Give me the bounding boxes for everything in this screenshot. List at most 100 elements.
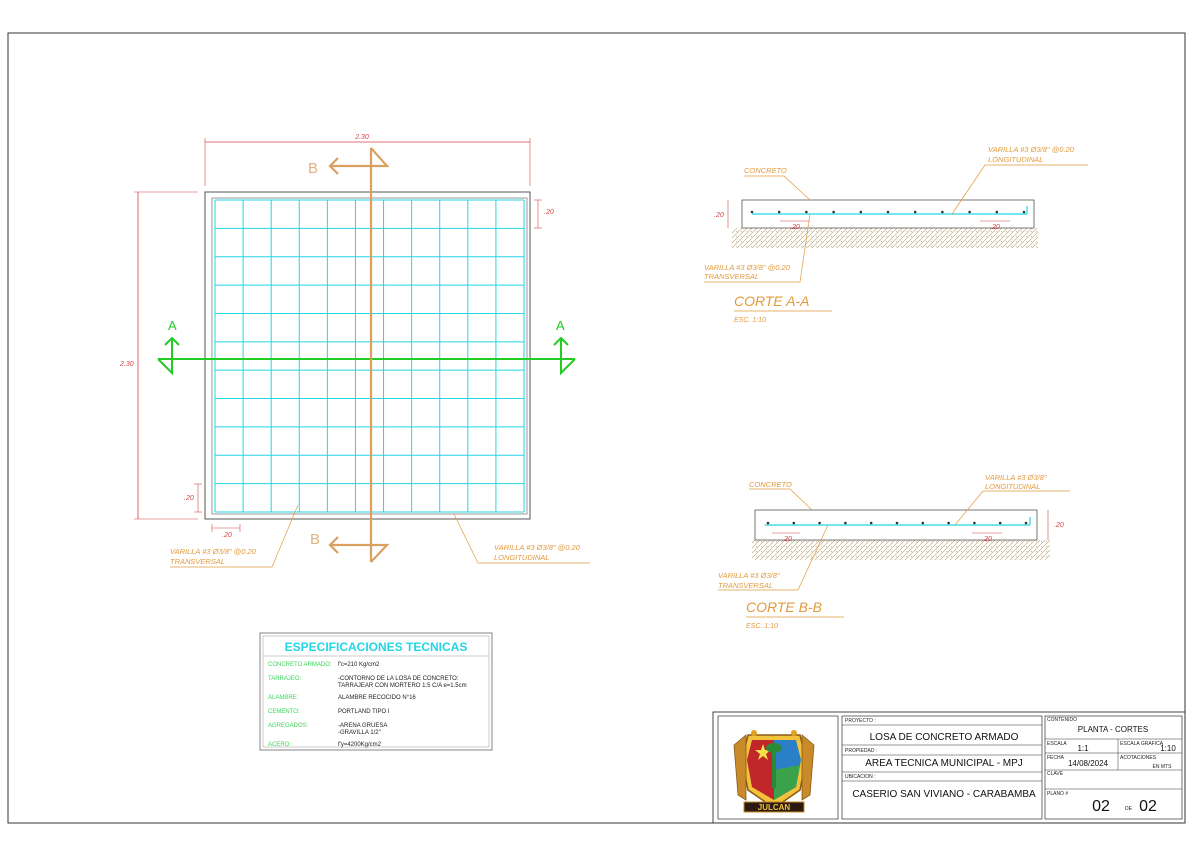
section-a-bars (750, 210, 1026, 214)
section-a-dim-left: .20 (790, 224, 800, 231)
escala-value: 1:1 (1077, 744, 1089, 753)
section-a-soil (732, 228, 1038, 248)
rebar-bar-section (750, 210, 754, 214)
propiedad-label: PROPIEDAD : (845, 748, 877, 754)
section-a-dim-thickness: .20 (714, 212, 724, 219)
spec-value: f'c=210 Kg/cm2 (338, 662, 380, 668)
dim-spacing-right: .20 (544, 209, 554, 216)
section-a-long-label-1: VARILLA #3 Ø3/8" @0.20 (988, 145, 1075, 154)
plan-transversal-label-2: TRANSVERSAL (170, 557, 225, 566)
section-b-long-label-2: LONGITUDINAL (985, 482, 1040, 491)
fecha-value: 14/08/2024 (1068, 759, 1109, 768)
section-a-dim-right: .20 (990, 224, 1000, 231)
slab-outline (204, 191, 531, 520)
propiedad-value: AREA TECNICA MUNICIPAL - MPJ (865, 758, 1023, 769)
section-b-long-label-1: VARILLA #3 Ø3/8" (985, 473, 1047, 482)
cut-line-a (157, 336, 576, 376)
section-a: .20 .20 .20 CONCRETO VARILLA #3 Ø3/8" @0… (704, 145, 1088, 324)
section-a-title: CORTE A-A (734, 293, 809, 309)
rebar-bar-section (1024, 521, 1028, 525)
plan-longitudinal-label-1: VARILLA #3 Ø3/8" @0.20 (494, 543, 581, 552)
section-b-dim-thickness: .20 (1054, 522, 1064, 529)
de-label: DE (1125, 806, 1133, 812)
title-block (712, 711, 1186, 824)
spec-key: CEMENTO: (268, 709, 300, 715)
spec-value: ALAMBRE RECOCIDO N°16 (338, 695, 416, 701)
spec-value: f'y=4200Kg/cm2 (338, 742, 382, 748)
section-b-trans-label-2: TRANSVERSAL (718, 581, 773, 590)
section-a-trans-label-1: VARILLA #3 Ø3/8" @0.20 (704, 263, 791, 272)
section-b-bars (766, 521, 1028, 525)
proyecto-value: LOSA DE CONCRETO ARMADO (870, 732, 1019, 743)
rebar-bar-section (792, 521, 796, 525)
rebar-bar-section (973, 521, 976, 525)
dim-height: 2.30 (119, 361, 134, 368)
rebar-bar-section (998, 521, 1002, 525)
acotaciones-label: ACOTACIONES (1120, 755, 1157, 761)
specifications-table: ESPECIFICACIONES TECNICAS CONCRETO ARMAD… (259, 632, 493, 751)
section-a-long-label-2: LONGITUDINAL (988, 155, 1043, 164)
section-b: .20 .20 .20 CONCRETO VARILLA #3 Ø3/8" LO… (718, 473, 1070, 630)
specs-title: ESPECIFICACIONES TECNICAS (285, 640, 468, 654)
ubicacion-value: CASERIO SAN VIVIANO - CARABAMBA (852, 789, 1036, 800)
contenido-label: CONTENIDO (1047, 717, 1077, 723)
rebar-bar-section (832, 210, 835, 214)
fecha-label: FECHA (1047, 755, 1065, 761)
spec-key: CONCRETO ARMADO: (268, 662, 332, 668)
rebar-bar-section (805, 210, 808, 214)
rebar-bar-section (995, 210, 999, 214)
rebar-bar-section (869, 521, 873, 525)
cut-b-bottom-label: B (310, 531, 320, 548)
section-a-scale: ESC. 1:10 (734, 317, 766, 324)
section-b-scale: ESC. 1:10 (746, 623, 778, 630)
rebar-bar-section (921, 521, 925, 525)
contenido-value: PLANTA - CORTES (1078, 725, 1148, 734)
rebar-bar-section (859, 210, 863, 214)
proyecto-label: PROYECTO : (845, 718, 876, 724)
spec-value: -ARENA GRUESA (338, 723, 387, 729)
acotaciones-value: EN MTS (1153, 764, 1173, 770)
rebar-bar-section (913, 210, 917, 214)
plano-number: 02 (1092, 798, 1110, 815)
sheet-border (7, 32, 1186, 824)
rebar-grid (214, 199, 525, 513)
spec-value: TARRAJEAR CON MORTERO 1:5 C/A e=1.5cm (338, 683, 467, 689)
dim-spacing-bottom: .20 (222, 532, 232, 539)
municipal-crest-logo: JULCAN (733, 730, 815, 813)
spec-value: PORTLAND TIPO I (338, 709, 390, 715)
clave-label: CLAVE (1047, 771, 1064, 777)
cut-line-b (328, 147, 390, 563)
section-b-title: CORTE B-B (746, 599, 822, 615)
rebar-bar-section (777, 210, 781, 214)
rebar-bar-section (844, 521, 847, 525)
rebar-bar-section (968, 210, 971, 214)
escala-label: ESCALA (1047, 741, 1067, 747)
logo-text: JULCAN (758, 803, 791, 812)
rebar-bar-section (818, 521, 821, 525)
rebar-bar-section (947, 521, 950, 525)
plano-label: PLANO # (1047, 791, 1068, 797)
spec-key: AGREGADOS: (268, 723, 309, 729)
spec-value: -CONTORNO DE LA LOSA DE CONCRETO: (338, 676, 459, 682)
section-b-concrete-label: CONCRETO (749, 480, 792, 489)
spec-key: ALAMBRE: (268, 695, 299, 701)
rebar-bar-section (941, 210, 944, 214)
section-b-soil (752, 540, 1050, 560)
escala-grafica-label: ESCALA GRAFICA (1120, 741, 1164, 747)
spec-key: ACERO: (268, 742, 291, 748)
plan-longitudinal-label-2: LONGITUDINAL (494, 553, 549, 562)
cut-b-top-label: B (308, 160, 318, 177)
cut-a-left-label: A (168, 318, 177, 333)
dim-spacing-left: .20 (184, 495, 194, 502)
rebar-bar-section (895, 521, 899, 525)
spec-value: -GRAVILLA 1/2" (338, 730, 381, 736)
section-b-trans-label-1: VARILLA #3 Ø3/8" (718, 571, 780, 580)
cut-a-right-label: A (556, 318, 565, 333)
dim-width: 2.30 (354, 134, 369, 141)
escala-grafica-value: 1:10 (1160, 744, 1176, 753)
spec-key: TARRAJEO: (268, 676, 302, 682)
plan-view: 2.30 2.30 .20 .20 .20 A A (119, 134, 590, 568)
rebar-bar-section (886, 210, 890, 214)
section-b-dim-left: .20 (782, 536, 792, 543)
